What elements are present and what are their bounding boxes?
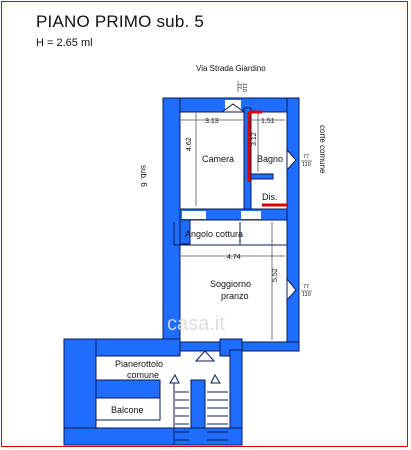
wall-mid-horizontal — [179, 208, 288, 221]
window-soggiorno — [286, 277, 297, 302]
window-bagno-top: 77 — [303, 154, 309, 160]
room-balcone: Balcone — [111, 405, 144, 415]
wall-landing-bottom — [95, 379, 161, 399]
stair-arrow-icon — [194, 350, 216, 362]
window-bagno-bottom: 110 — [302, 162, 311, 168]
room-soggiorno: Soggiorno — [210, 279, 251, 289]
room-disimpegno: Dis. — [262, 192, 278, 202]
window-soggiorno-bottom: 110 — [302, 292, 311, 298]
dim-soggiorno-depth: 5.52 — [272, 268, 279, 282]
dim-camera-depth: 4.62 — [186, 137, 193, 151]
dim-bagno-width: 1.51 — [261, 118, 275, 125]
street-label: Via Strada Giardino — [196, 64, 266, 73]
wall-landing-west — [63, 338, 97, 446]
wall-south-strip — [63, 427, 243, 446]
window-bagno — [286, 148, 297, 172]
ceiling-height-note: H = 2.65 ml — [36, 37, 93, 49]
window-north — [220, 103, 246, 113]
neighbor-unit-label: sub. 6 — [139, 165, 148, 187]
dim-camera-width: 3.13 — [205, 118, 219, 125]
wall-east — [286, 97, 300, 352]
room-angolo-cottura: Angolo cottura — [185, 229, 243, 239]
room-pianerottolo-comune: comune — [127, 370, 159, 380]
dim-bagno-depth: 3.12 — [251, 132, 258, 146]
window-north-top: 77 — [236, 83, 242, 89]
window-soggiorno-top: 77 — [303, 284, 309, 290]
courtyard-label: corte comune — [318, 125, 327, 174]
wall-bagno-dis — [250, 173, 274, 180]
dim-soggiorno-width: 4.74 — [227, 254, 241, 261]
room-bagno: Bagno — [257, 154, 283, 164]
plan-title: PIANO PRIMO sub. 5 — [36, 12, 204, 31]
window-north-bottom: 110 — [241, 83, 247, 92]
watermark: casa.it — [167, 313, 225, 335]
room-pianerottolo: Pianerottolo — [115, 359, 163, 369]
room-camera: Camera — [202, 154, 234, 164]
room-pranzo: pranzo — [221, 291, 249, 301]
